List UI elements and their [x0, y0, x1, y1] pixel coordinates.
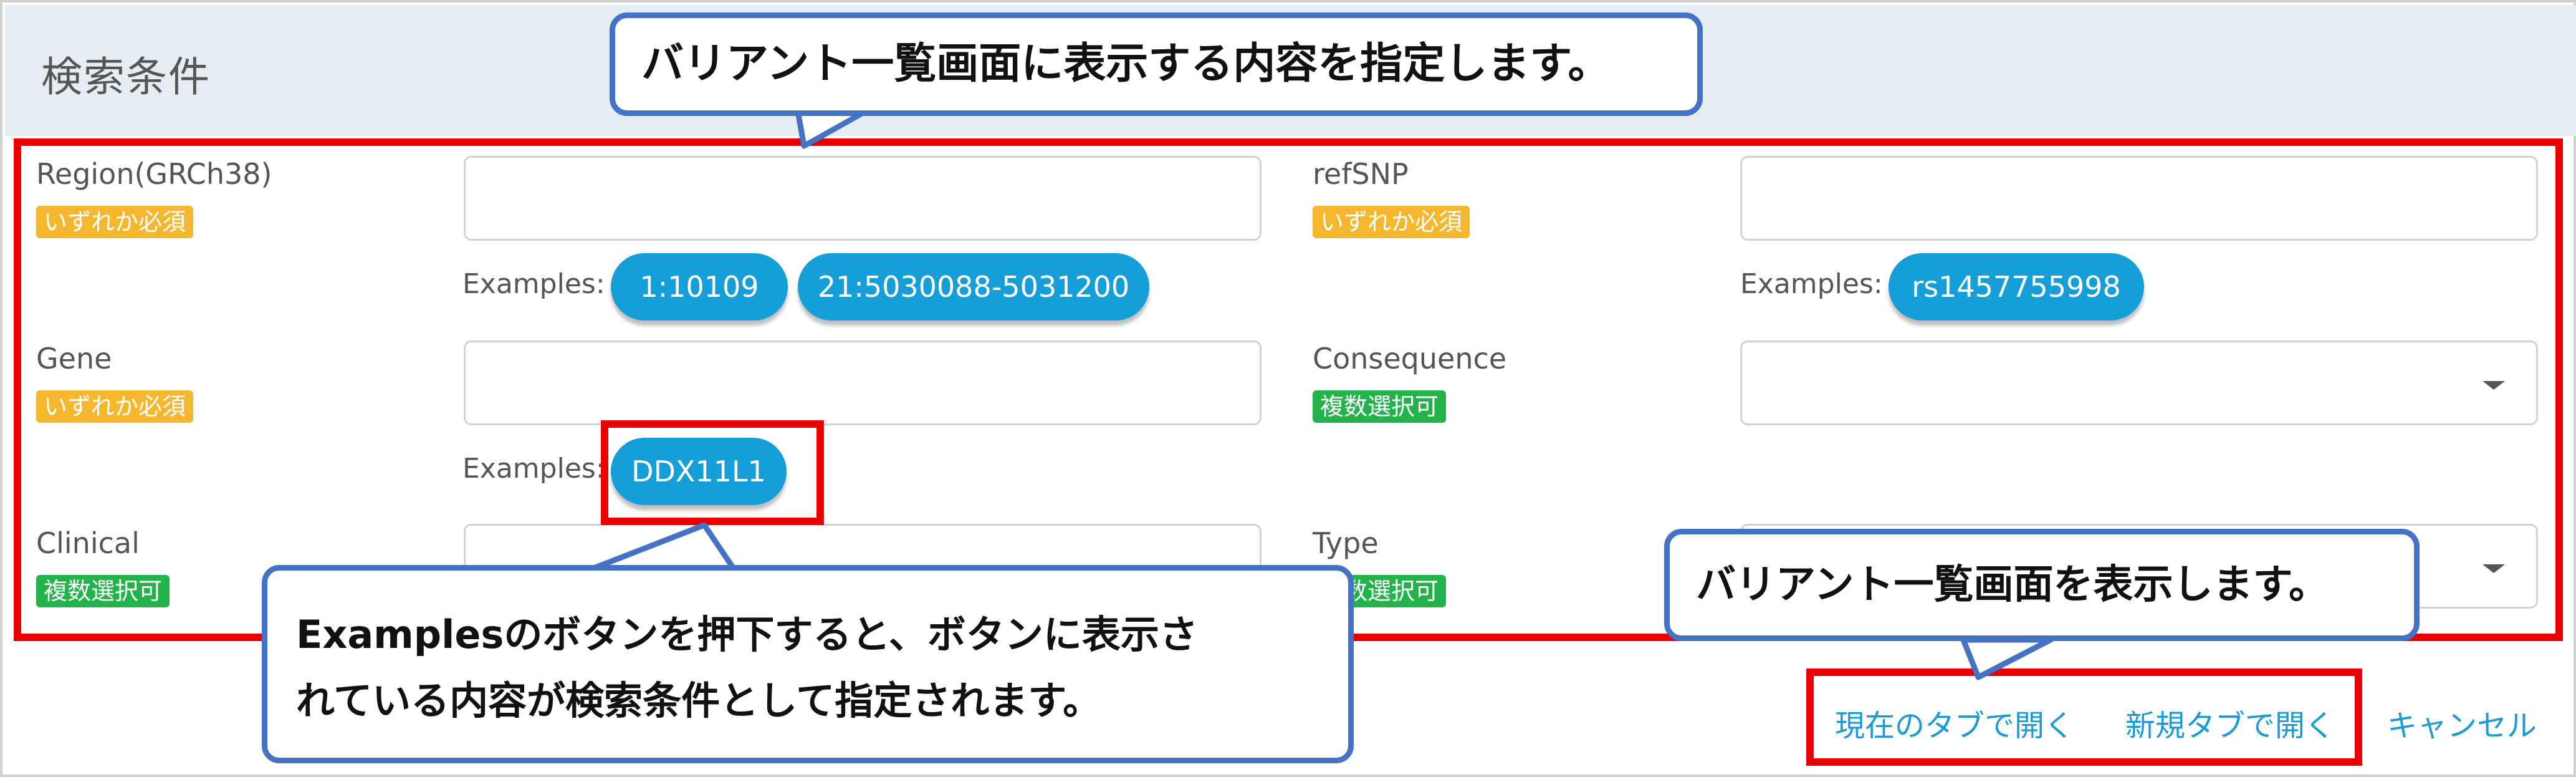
gene-required-badge: いずれか必須 — [36, 390, 194, 423]
gene-examples-label: Examples: — [462, 453, 605, 485]
refsnp-examples-label: Examples: — [1740, 268, 1883, 300]
consequence-label: Consequence — [1313, 342, 1507, 375]
consequence-multi-badge: 複数選択可 — [1313, 390, 1447, 423]
clinical-multi-badge: 複数選択可 — [36, 575, 170, 607]
type-label: Type — [1313, 526, 1379, 560]
region-label: Region(GRCh38) — [36, 157, 272, 191]
region-example-button-2[interactable]: 21:5030088-5031200 — [798, 253, 1149, 321]
callout-top-text: バリアント一覧画面に表示する内容を指定します。 — [641, 39, 1611, 89]
callout-examples-line-1: Examplesのボタンを押下すると、ボタンに表示さ — [296, 612, 1198, 657]
refsnp-label: refSNP — [1313, 157, 1409, 191]
callout-open-list: バリアント一覧画面を表示します。 — [1664, 529, 2420, 641]
cancel-link[interactable]: キャンセル — [2387, 708, 2537, 743]
refsnp-example-button-1[interactable]: rs1457755998 — [1889, 253, 2144, 321]
gene-example-button-1[interactable]: DDX11L1 — [611, 438, 787, 505]
open-current-tab-link[interactable]: 現在のタブで開く — [1835, 708, 2075, 743]
gene-example-highlight — [601, 420, 824, 525]
region-required-badge: いずれか必須 — [36, 206, 194, 238]
gene-input[interactable] — [464, 340, 1262, 425]
consequence-select[interactable] — [1740, 340, 2538, 425]
callout-top: バリアント一覧画面に表示する内容を指定します。 — [610, 12, 1703, 116]
refsnp-input[interactable] — [1740, 156, 2538, 241]
open-new-tab-link[interactable]: 新規タブで開く — [2125, 708, 2335, 743]
chevron-down-icon — [2483, 564, 2505, 573]
region-example-button-1[interactable]: 1:10109 — [611, 253, 788, 321]
callout-open-list-text: バリアント一覧画面を表示します。 — [1696, 562, 2329, 608]
region-examples-label: Examples: — [462, 268, 605, 300]
region-input[interactable] — [464, 156, 1262, 241]
callout-examples: Examplesのボタンを押下すると、ボタンに表示さ れている内容が検索条件とし… — [262, 565, 1354, 763]
dialog-title: 検索条件 — [41, 53, 211, 101]
open-buttons-highlight — [1806, 668, 2362, 766]
refsnp-required-badge: いずれか必須 — [1313, 206, 1470, 238]
gene-label: Gene — [36, 342, 112, 375]
chevron-down-icon — [2483, 381, 2505, 390]
callout-examples-line-2: れている内容が検索条件として指定されます。 — [296, 678, 1102, 723]
clinical-label: Clinical — [36, 526, 140, 560]
